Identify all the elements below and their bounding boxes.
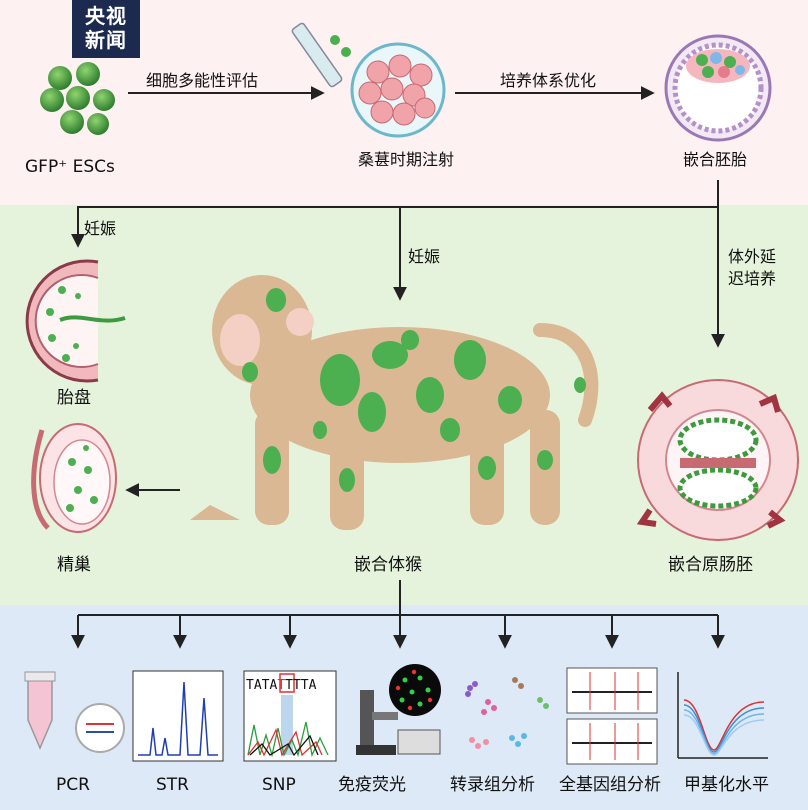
extended-culture-label-2: 迟培养	[728, 269, 776, 288]
assay-snp-label: SNP	[262, 775, 296, 795]
methylation-curve-icon	[677, 672, 768, 759]
escs-label: GFP⁺ ESCs	[25, 157, 115, 177]
str-chromatogram-icon	[132, 670, 224, 762]
placenta-icon	[25, 259, 126, 383]
extended-culture-label-1: 体外延	[728, 247, 776, 266]
testis-icon	[31, 423, 117, 533]
assay-transcriptome-label: 转录组分析	[450, 775, 535, 795]
pregnancy-center-label: 妊娠	[408, 247, 440, 266]
cctv-news-logo: 央视 新闻	[72, 0, 140, 58]
chimeric-monkey-icon	[190, 275, 599, 530]
assay-arrows	[71, 615, 725, 649]
chimeric-gastrula-icon	[636, 379, 799, 541]
transcriptome-scatter-icon	[465, 677, 549, 749]
chimeric-embryo-label: 嵌合胚胎	[683, 150, 747, 169]
svg-text:TATATTTTA: TATATTTTA	[246, 678, 317, 693]
pregnancy-left-label: 妊娠	[84, 219, 116, 238]
wgs-plot-icon	[566, 667, 658, 765]
pcr-tube-icon	[24, 671, 125, 753]
assay-str-label: STR	[156, 775, 189, 795]
chimeric-gastrula-label: 嵌合原肠胚	[668, 555, 753, 575]
snp-seq-after: TTTA	[285, 678, 316, 693]
testis-label: 精巢	[57, 555, 91, 575]
logo-line2: 新闻	[85, 28, 127, 52]
assay-if-label: 免疫荧光	[338, 775, 406, 795]
arrow-to-placenta	[71, 180, 719, 248]
chimeric-embryo-icon	[664, 34, 772, 142]
esc-cluster-icon	[40, 62, 115, 135]
placenta-label: 胎盘	[57, 388, 91, 408]
morula-injection-label: 桑葚时期注射	[358, 150, 454, 169]
microscope-icon	[356, 664, 441, 755]
culture-optimization-label: 培养体系优化	[500, 71, 596, 90]
snp-seq-before: TATA	[246, 678, 277, 693]
snp-seq-highlight: T	[277, 678, 285, 693]
pluripotency-label: 细胞多能性评估	[146, 71, 258, 90]
logo-line1: 央视	[85, 4, 127, 28]
assay-methylation-label: 甲基化水平	[684, 775, 769, 795]
morula-injection-icon	[291, 22, 446, 138]
assay-pcr-label: PCR	[56, 775, 90, 795]
snp-chromatogram-icon: TATATTTTA	[243, 670, 337, 762]
chimeric-monkey-label: 嵌合体猴	[354, 555, 422, 575]
assay-wgs-label: 全基因组分析	[559, 775, 661, 795]
